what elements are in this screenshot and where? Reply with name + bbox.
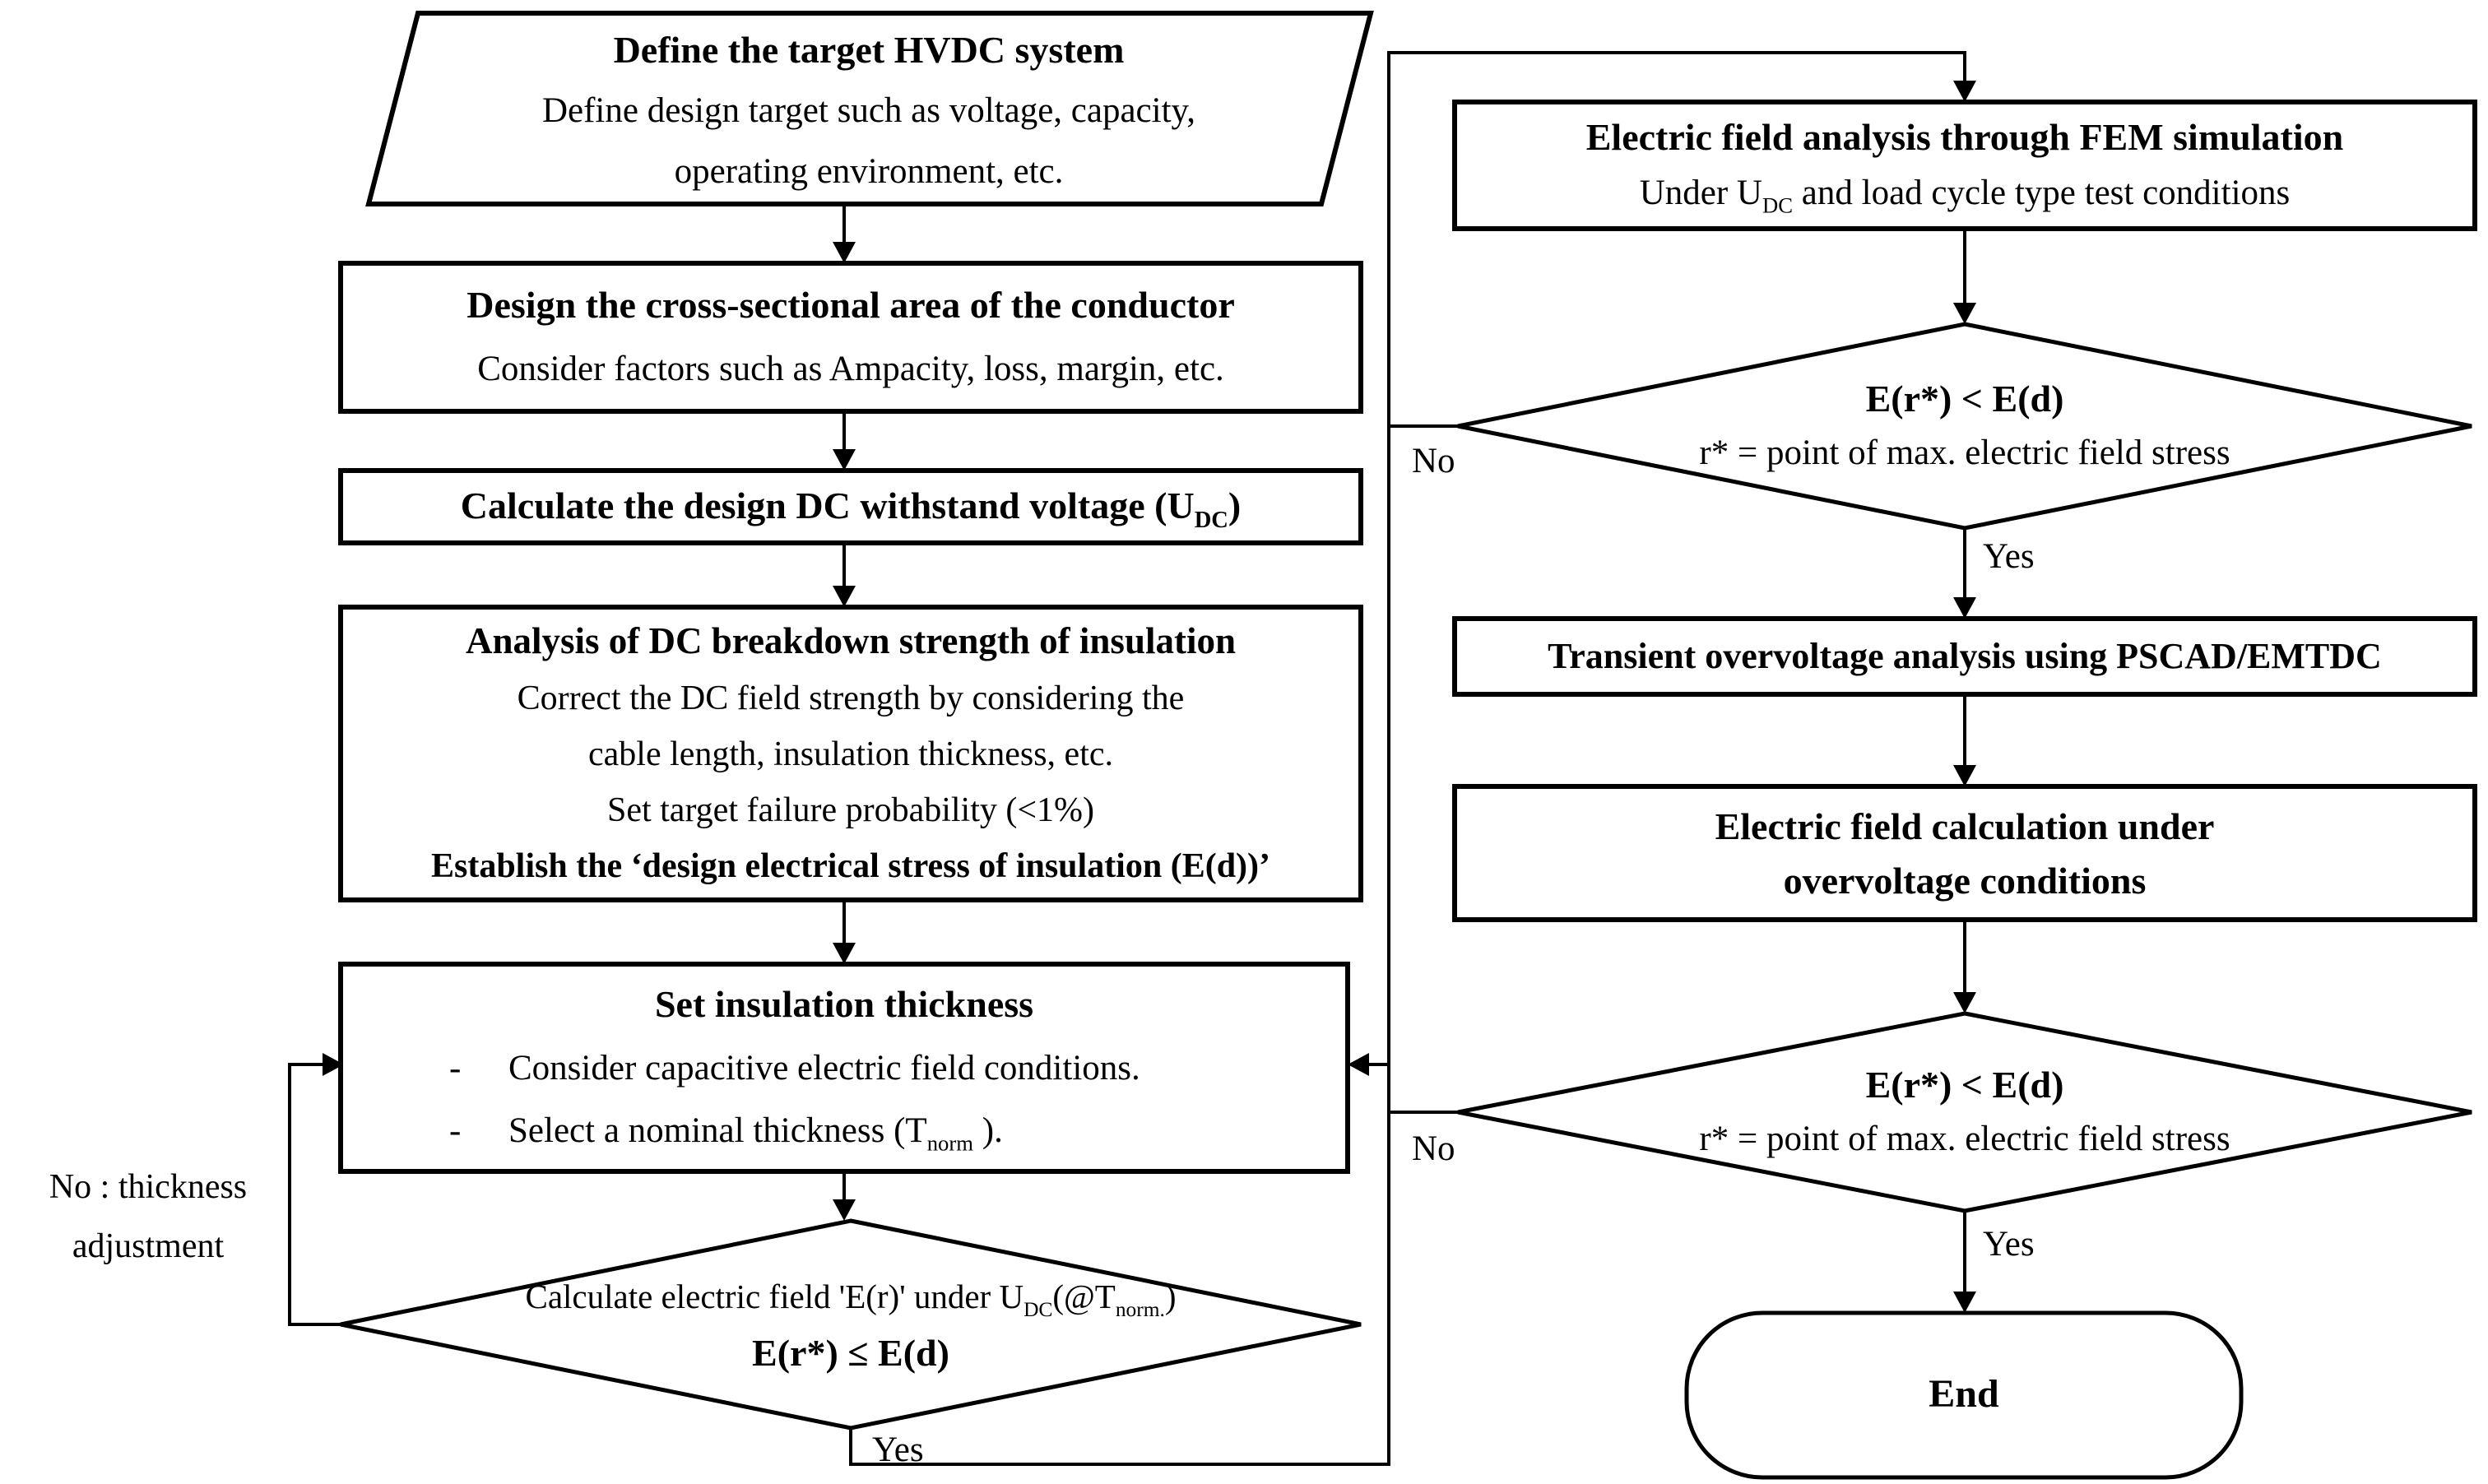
node-title: Set insulation thickness xyxy=(654,984,1034,1025)
process-withstand-voltage-shape xyxy=(338,468,1363,545)
arrowhead-down-icon xyxy=(1953,303,1976,324)
label-text-line: No : thickness xyxy=(49,1166,248,1206)
label-yes-overvoltage-check: Yes xyxy=(1983,1224,2035,1264)
node-title: E(r*) < E(d) xyxy=(1865,1064,2064,1106)
arrowhead-down-icon xyxy=(1953,81,1976,102)
node-text-line: Select a nominal thickness (Tnorm ). xyxy=(508,1099,1003,1162)
node-title: Transient overvoltage analysis using PSC… xyxy=(1548,635,2382,676)
node-text-line: r* = point of max. electric field stress xyxy=(1699,433,2230,472)
node-title: Analysis of DC breakdown strength of ins… xyxy=(465,620,1236,661)
node-text-line: Under UDC and load cycle type test condi… xyxy=(1468,165,2462,220)
node-text-line: Establish the ‘design electrical stress … xyxy=(430,846,1271,885)
node-title: ) xyxy=(1228,485,1242,526)
node-title: Define the target HVDC system xyxy=(613,30,1125,71)
process-conductor-area-shape xyxy=(338,261,1363,414)
process-overvoltage-field-shape xyxy=(1452,784,2477,922)
process-withstand-voltage: Calculate the design DC withstand voltag… xyxy=(354,471,1348,543)
label-no-thickness-adjustment: No : thickness adjustment xyxy=(10,1157,286,1275)
process-pscad-analysis-shape xyxy=(1452,616,2477,697)
connector-no-thickness-loop xyxy=(288,1063,341,1326)
terminator-end: End xyxy=(1687,1313,2241,1477)
label-no-fem-check: No xyxy=(1412,441,1455,480)
node-text-line: Correct the DC field strength by conside… xyxy=(517,678,1185,717)
arrowhead-down-icon xyxy=(833,449,856,471)
connector-group xyxy=(288,51,1966,1466)
node-text-line: Define design target such as voltage, ca… xyxy=(541,90,1195,130)
decision-fem-check: E(r*) < E(d) r* = point of max. electric… xyxy=(1553,373,2376,479)
node-text-line: E(r*) ≤ E(d) xyxy=(752,1333,949,1374)
node-text-subscript: norm. xyxy=(1115,1298,1165,1322)
node-text-line: operating environment, etc. xyxy=(674,151,1064,191)
node-title: E(r*) < E(d) xyxy=(1865,378,2064,420)
node-text-line: Consider capacitive electric field condi… xyxy=(508,1048,1140,1087)
node-text-segment: ). xyxy=(973,1111,1003,1150)
bullet-item: - Consider capacitive electric field con… xyxy=(354,1036,1335,1099)
label-text-line: adjustment xyxy=(72,1226,225,1265)
node-text-line: Calculate electric field 'E(r)' under UD… xyxy=(423,1270,1279,1326)
process-set-thickness-shape xyxy=(338,962,1350,1174)
node-text-segment: Calculate electric field 'E(r)' under U xyxy=(525,1280,1024,1316)
node-title-subscript: DC xyxy=(1194,508,1228,535)
parallelogram-define-system-shape xyxy=(365,11,1374,206)
arrowhead-down-icon xyxy=(833,242,856,263)
process-pscad-analysis: Transient overvoltage analysis using PSC… xyxy=(1468,619,2462,694)
arrowhead-down-icon xyxy=(833,943,856,964)
label-yes-fem-check: Yes xyxy=(1983,536,2035,576)
parallelogram-define-system: Define the target HVDC system Define des… xyxy=(400,20,1338,202)
arrowhead-down-icon xyxy=(1953,597,1976,619)
decision-overvoltage-check-shape xyxy=(1457,1011,2472,1213)
arrowhead-down-icon xyxy=(833,1199,856,1221)
process-breakdown-analysis-shape xyxy=(338,605,1363,902)
process-overvoltage-field: Electric field calculation under overvol… xyxy=(1468,800,2462,908)
node-text-segment: (@T xyxy=(1052,1280,1116,1316)
process-fem-simulation: Electric field analysis through FEM simu… xyxy=(1468,110,2462,220)
terminator-end-shape xyxy=(1684,1310,2244,1480)
node-text-segment: Select a nominal thickness (T xyxy=(508,1111,927,1150)
arrowhead-down-icon xyxy=(1953,1292,1976,1313)
node-text-segment: Under U xyxy=(1639,172,1762,211)
arrowhead-right-icon xyxy=(323,1053,344,1076)
node-title: Electric field analysis through FEM simu… xyxy=(1585,117,2344,158)
node-text-subscript: DC xyxy=(1762,192,1794,217)
arrowhead-down-icon xyxy=(833,586,856,607)
process-fem-simulation-shape xyxy=(1452,100,2477,231)
arrowhead-group xyxy=(323,81,1976,1313)
bullet-dash: - xyxy=(449,1048,462,1087)
bullet-dash: - xyxy=(449,1111,462,1150)
node-text-subscript: norm xyxy=(926,1130,973,1156)
node-text-line: Set target failure probability (<1%) xyxy=(606,790,1095,829)
node-title: Design the cross-sectional area of the c… xyxy=(466,285,1235,326)
connector-yes-route-to-fem xyxy=(849,51,1966,1466)
label-no-overvoltage-check: No xyxy=(1412,1129,1455,1168)
label-yes-field-check: Yes xyxy=(872,1430,924,1469)
process-breakdown-analysis: Analysis of DC breakdown strength of ins… xyxy=(347,614,1354,893)
node-title: Calculate the design DC withstand voltag… xyxy=(460,485,1195,526)
arrowhead-down-icon xyxy=(1953,992,1976,1013)
node-text-segment: ) xyxy=(1164,1280,1177,1316)
process-set-thickness: Set insulation thickness - Consider capa… xyxy=(354,974,1335,1162)
node-shape-group xyxy=(338,11,2477,1480)
bullet-item: - Select a nominal thickness (Tnorm ). xyxy=(354,1099,1335,1162)
decision-fem-check-shape xyxy=(1457,322,2472,531)
node-title: End xyxy=(1929,1374,1999,1417)
node-text-line: cable length, insulation thickness, etc. xyxy=(588,734,1113,773)
decision-field-check-shape xyxy=(340,1218,1362,1431)
node-text-line: r* = point of max. electric field stress xyxy=(1699,1119,2230,1158)
node-title: Electric field calculation under xyxy=(1715,806,2215,847)
decision-field-check: Calculate electric field 'E(r)' under UD… xyxy=(423,1270,1279,1382)
node-title: overvoltage conditions xyxy=(1783,860,2147,902)
process-conductor-area: Design the cross-sectional area of the c… xyxy=(354,273,1348,401)
arrowhead-left-icon xyxy=(1348,1053,1369,1076)
node-text-segment: and load cycle type test conditions xyxy=(1793,172,2291,211)
node-text-line: Consider factors such as Ampacity, loss,… xyxy=(477,349,1224,388)
arrowhead-down-icon xyxy=(1953,765,1976,786)
node-text-subscript: DC xyxy=(1024,1298,1053,1322)
decision-overvoltage-check: E(r*) < E(d) r* = point of max. electric… xyxy=(1553,1060,2376,1165)
